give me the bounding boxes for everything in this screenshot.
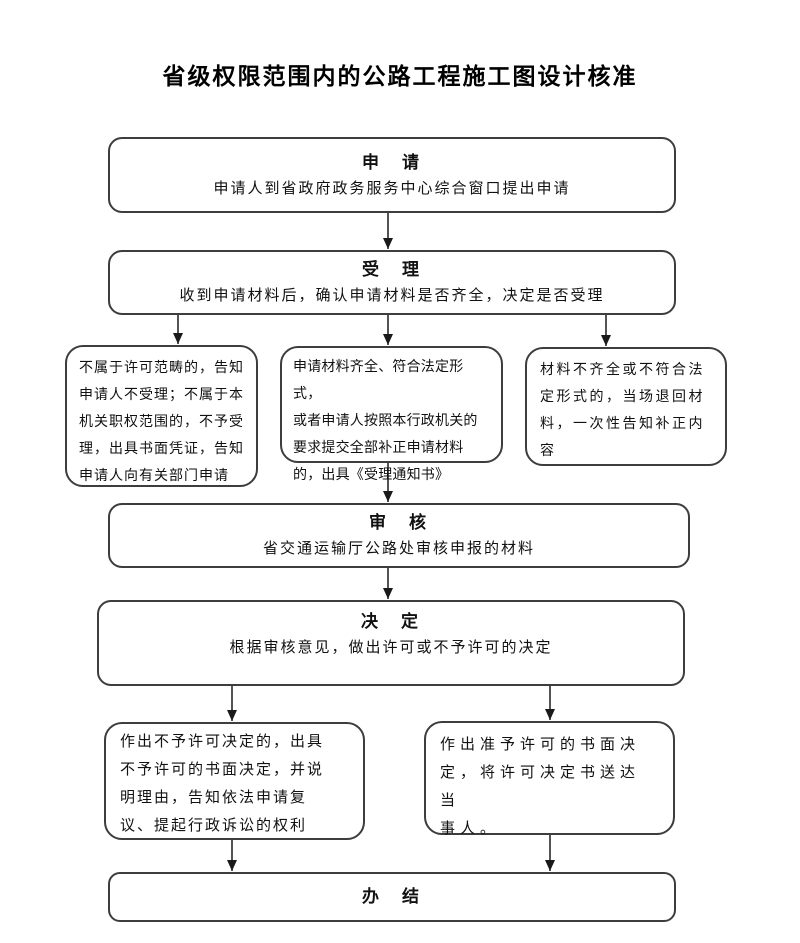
flow-node-branch-not-accepted: 不属于许可范畴的，告知 申请人不受理；不属于本 机关职权范围的，不予受 理，出具…	[65, 345, 258, 487]
flow-node-finish: 办 结	[108, 872, 676, 922]
flow-node-accept: 受 理 收到申请材料后，确认申请材料是否齐全，决定是否受理	[108, 250, 676, 315]
page-title: 省级权限范围内的公路工程施工图设计核准	[162, 64, 638, 89]
flow-node-review: 审 核 省交通运输厅公路处审核申报的材料	[108, 503, 690, 568]
node-accept-body: 收到申请材料后，确认申请材料是否齐全，决定是否受理	[179, 288, 605, 304]
node-decide-header: 决 定	[361, 612, 421, 631]
flow-node-apply: 申 请 申请人到省政府政务服务中心综合窗口提出申请	[108, 137, 676, 213]
node-review-header: 审 核	[369, 513, 429, 532]
node-apply-body: 申请人到省政府政务服务中心综合窗口提出申请	[213, 180, 571, 197]
flow-node-branch-accepted: 申请材料齐全、符合法定形式， 或者申请人按照本行政机关的 要求提交全部补正申请材…	[280, 346, 503, 483]
flow-node-decide: 决 定 根据审核意见，做出许可或不予许可的决定	[97, 600, 685, 686]
flow-node-deny-decision: 作出不予许可决定的，出具 不予许可的书面决定，并说 明理由，告知依法申请复 议、…	[104, 722, 365, 840]
flow-node-branch-incomplete: 材料不齐全或不符合法 定形式的，当场退回材 料，一次性告知补正内 容	[525, 347, 727, 466]
flow-node-grant-decision: 作出准予许可的书面决 定，将许可决定书送达当 事人。	[424, 721, 675, 837]
node-decide-body: 根据审核意见，做出许可或不予许可的决定	[229, 640, 553, 656]
node-accept-header: 受 理	[362, 260, 422, 279]
node-review-body: 省交通运输厅公路处审核申报的材料	[262, 541, 535, 557]
node-apply-header: 申 请	[362, 152, 422, 172]
node-finish-header: 办 结	[362, 887, 422, 906]
